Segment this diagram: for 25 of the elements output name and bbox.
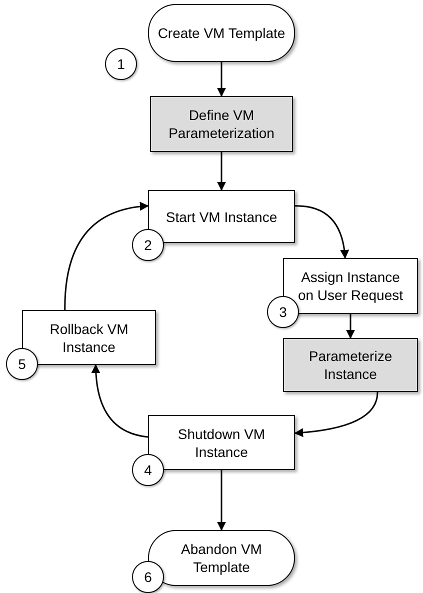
node-label: Assign Instance on User Request [296, 268, 404, 304]
arrow [294, 392, 378, 437]
process-box [283, 338, 418, 392]
callout-number: 2 [132, 229, 164, 261]
arrow [217, 152, 226, 191]
callout-number: 4 [132, 454, 164, 486]
node-label: Shutdown VM Instance [176, 424, 266, 460]
arrow [217, 62, 226, 97]
node-label: Abandon VM Template [180, 540, 263, 576]
callout-number: 1 [105, 48, 137, 80]
arrow [346, 314, 355, 339]
arrow [294, 205, 349, 259]
callout-number: 5 [6, 348, 38, 380]
callout-number: 6 [132, 561, 164, 593]
arrow [92, 364, 148, 438]
node-label: Start VM Instance [166, 208, 278, 226]
node-label: Define VM Parameterization [168, 106, 276, 142]
callout-number: 3 [267, 296, 299, 328]
arrow [217, 470, 226, 531]
terminal-shape [148, 4, 295, 62]
node-label: Create VM Template [158, 24, 286, 42]
node-label: Parameterize Instance [308, 347, 394, 383]
node-label: Rollback VM Instance [48, 320, 130, 356]
process-box [150, 96, 293, 152]
arrow [64, 202, 149, 310]
